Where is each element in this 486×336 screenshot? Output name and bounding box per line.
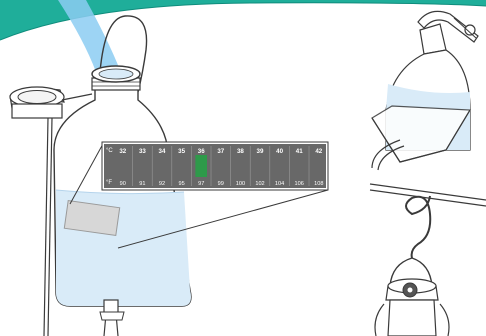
hanging-setup <box>370 184 486 336</box>
bag-in-pouch <box>372 11 478 170</box>
celsius-value: 38 <box>237 148 244 155</box>
strip-background <box>104 144 326 188</box>
fahrenheit-value: 92 <box>159 181 165 187</box>
fahrenheit-value: 95 <box>178 181 184 187</box>
celsius-value: 39 <box>257 148 264 155</box>
celsius-value: 36 <box>198 148 205 155</box>
celsius-value: 41 <box>296 148 303 155</box>
fahrenheit-value: 108 <box>314 181 323 187</box>
fahrenheit-value: 97 <box>198 181 204 187</box>
fahrenheit-value: 102 <box>255 181 264 187</box>
celsius-value: 37 <box>217 148 224 155</box>
fahrenheit-value: 99 <box>218 181 224 187</box>
fahrenheit-value: 90 <box>120 181 126 187</box>
left-tube <box>44 118 48 336</box>
active-temperature-indicator <box>195 155 207 177</box>
celsius-value: 42 <box>315 148 322 155</box>
fahrenheit-value: 100 <box>236 181 245 187</box>
fahrenheit-value: 106 <box>295 181 304 187</box>
celsius-value: 33 <box>139 148 146 155</box>
fahrenheit-unit: °F <box>106 180 112 186</box>
fahrenheit-value: 104 <box>275 181 284 187</box>
fahrenheit-value: 91 <box>139 181 145 187</box>
celsius-unit: °C <box>106 148 113 154</box>
celsius-value: 35 <box>178 148 185 155</box>
celsius-value: 32 <box>119 148 126 155</box>
thermometer-strip: 32 90 33 91 34 92 35 95 36 97 37 99 38 100 39 102 40 104 4… <box>102 142 328 190</box>
hanging-bag-body <box>388 300 436 336</box>
s-hook <box>406 196 430 258</box>
celsius-value: 34 <box>159 148 166 155</box>
celsius-value: 40 <box>276 148 283 155</box>
